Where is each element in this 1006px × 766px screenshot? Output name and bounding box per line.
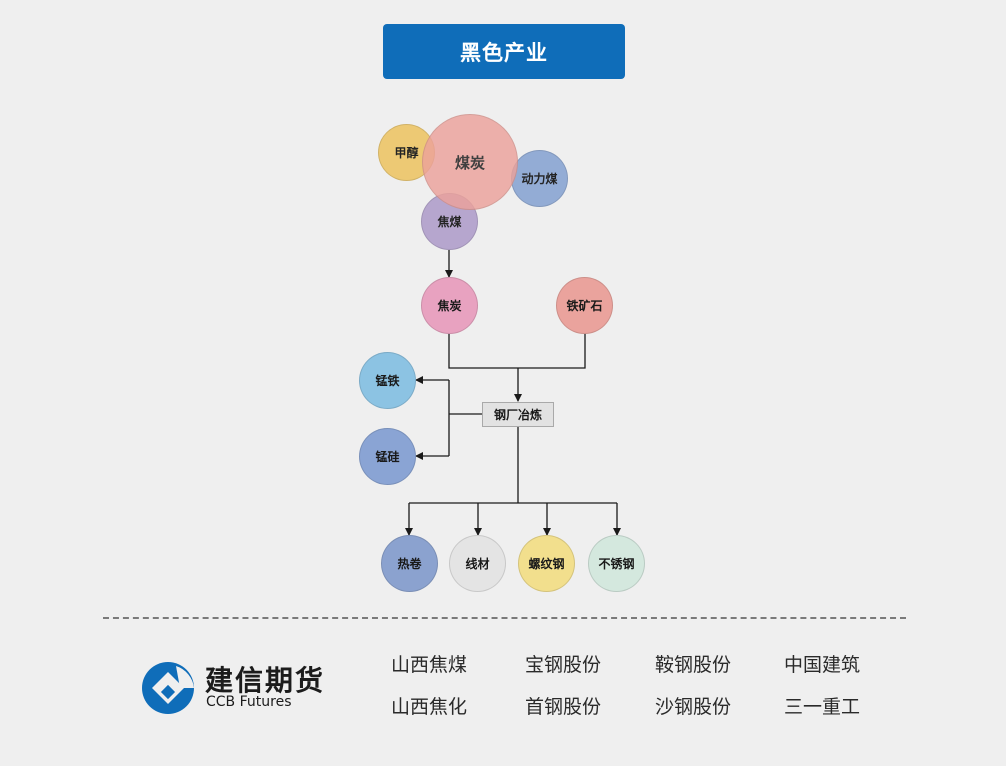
footer-divider — [103, 617, 906, 619]
company-name: 鞍钢股份 — [655, 654, 732, 676]
node-hot-coil: 热卷 — [381, 535, 438, 592]
brand-name-en: CCB Futures — [206, 694, 292, 710]
brand-logo: 建信期货 CCB Futures — [140, 657, 360, 717]
node-thermal-coal: 动力煤 — [511, 150, 568, 207]
company-name: 山西焦化 — [391, 696, 468, 718]
node-wire-rod: 线材 — [449, 535, 506, 592]
company-name: 首钢股份 — [525, 696, 602, 718]
line-coke-merge — [448, 333, 586, 369]
company-name: 山西焦煤 — [391, 654, 468, 676]
node-stainless: 不锈钢 — [588, 535, 645, 592]
node-iron-ore: 铁矿石 — [556, 277, 613, 334]
company-name: 沙钢股份 — [655, 696, 732, 718]
company-name: 宝钢股份 — [525, 654, 602, 676]
node-coal: 煤炭 — [422, 114, 518, 210]
node-ferromanganese: 锰铁 — [359, 352, 416, 409]
company-name: 中国建筑 — [784, 654, 861, 676]
node-steel-mill: 钢厂冶炼 — [482, 402, 554, 427]
node-coke: 焦炭 — [421, 277, 478, 334]
page-title: 黑色产业 — [383, 24, 625, 79]
ccb-logo-icon — [142, 662, 194, 714]
node-silicomanganese: 锰硅 — [359, 428, 416, 485]
node-rebar: 螺纹钢 — [518, 535, 575, 592]
brand-name-cn: 建信期货 — [205, 664, 326, 697]
company-name: 三一重工 — [784, 696, 861, 718]
